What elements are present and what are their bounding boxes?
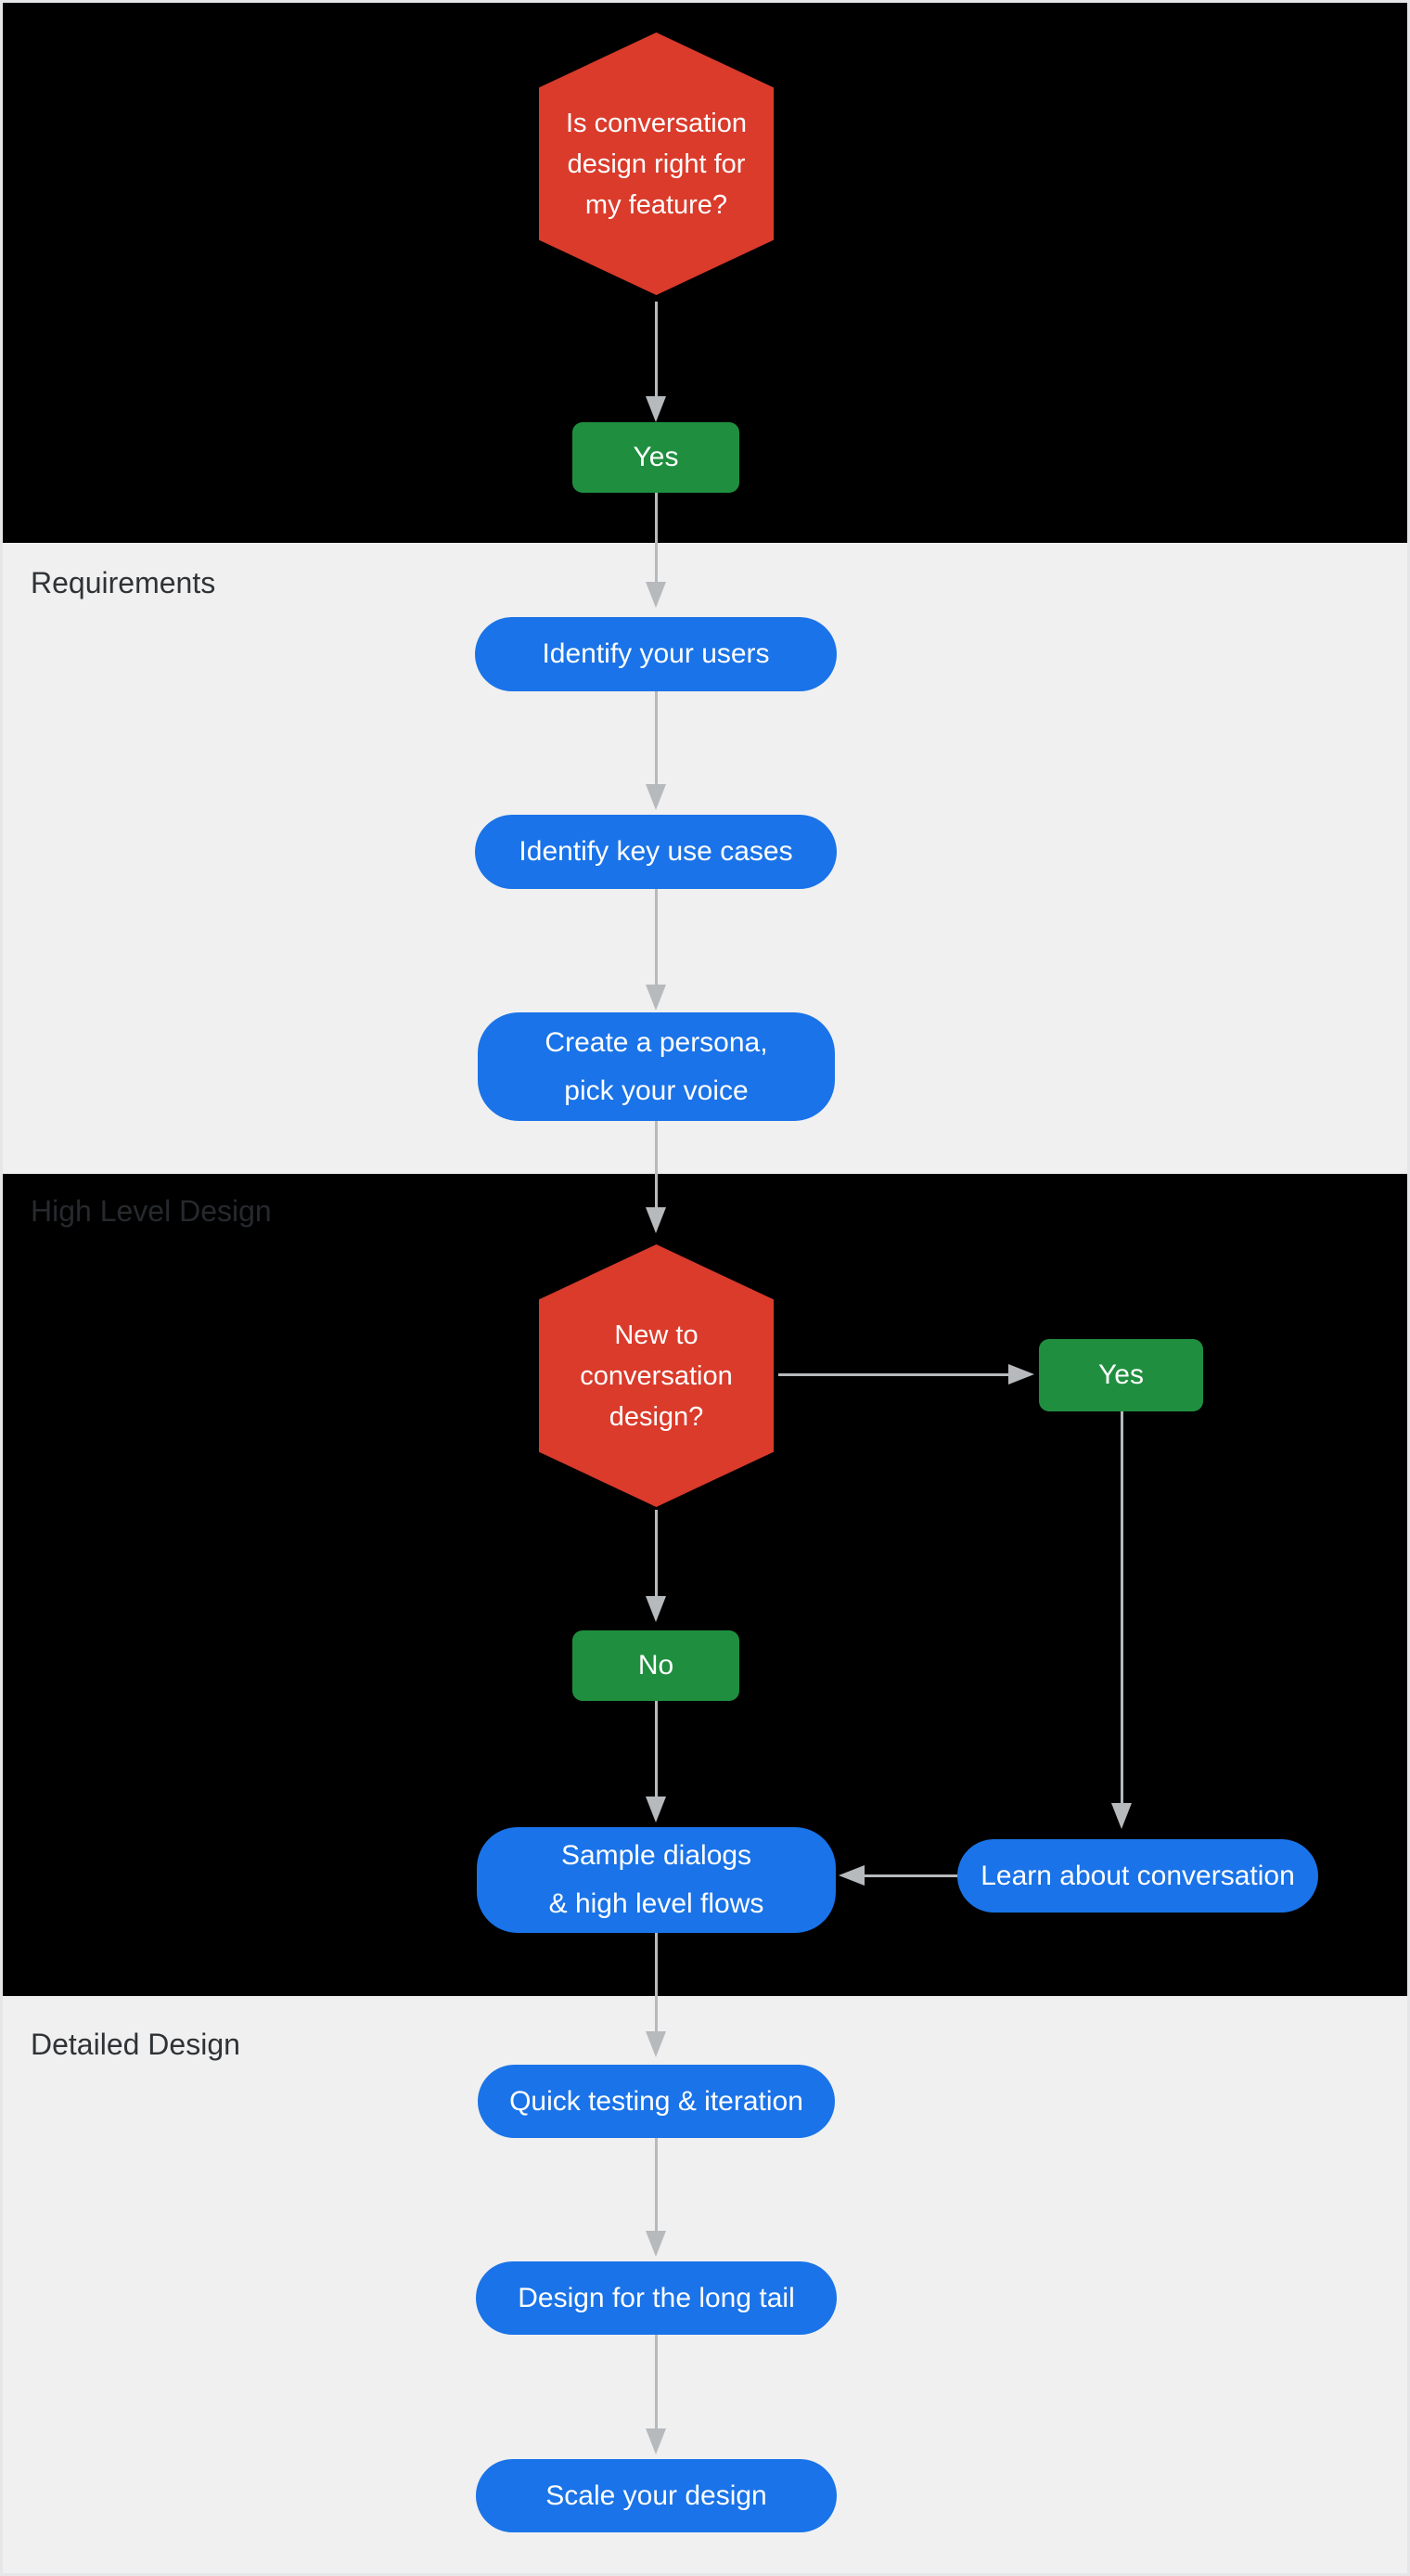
step-long-tail-button[interactable]: Design for the long tail — [476, 2261, 837, 2335]
step-line: pick your voice — [564, 1075, 749, 1106]
arrow-head-icon — [1111, 1803, 1132, 1829]
answer-label: Yes — [1098, 1359, 1144, 1390]
arrow-stem — [655, 1701, 658, 1797]
arrow-head-icon — [646, 1797, 666, 1823]
answer-label: Yes — [633, 442, 679, 472]
decision-new-to-conversation-design: New to conversation design? — [539, 1244, 774, 1507]
decision-line: Is conversation — [565, 108, 748, 138]
decision-line: my feature? — [584, 189, 728, 220]
answer-yes-feature-button[interactable]: Yes — [572, 422, 739, 493]
arrow-stem — [1121, 1411, 1123, 1803]
step-label: Quick testing & iteration — [509, 2085, 803, 2117]
arrow-head-icon — [646, 582, 666, 608]
arrow-stem — [655, 2138, 658, 2231]
step-label: Scale your design — [545, 2479, 767, 2511]
arrow-stem — [865, 1874, 957, 1877]
arrow-head-icon — [646, 2031, 666, 2057]
step-label: Identify your users — [542, 638, 770, 669]
arrow-stem — [655, 1121, 658, 1207]
arrow-head-icon — [646, 985, 666, 1011]
arrow-head-icon — [646, 396, 666, 422]
answer-no-button[interactable]: No — [572, 1630, 739, 1701]
step-create-persona-button[interactable]: Create a persona, pick your voice — [478, 1012, 835, 1121]
decision-line: design right for — [567, 148, 746, 179]
section-label-high-level-design: High Level Design — [31, 1194, 272, 1228]
arrow-stem — [655, 691, 658, 784]
step-line: Create a persona, — [545, 1026, 768, 1058]
step-line: Sample dialogs — [560, 1840, 752, 1871]
decision-line: New to — [614, 1320, 699, 1350]
decision-line: design? — [609, 1401, 704, 1432]
arrow-head-icon — [646, 2428, 666, 2454]
step-sample-dialogs-button[interactable]: Sample dialogs & high level flows — [477, 1827, 836, 1933]
arrow-head-icon — [646, 2231, 666, 2257]
arrow-stem — [655, 889, 658, 985]
arrow-stem — [655, 1510, 658, 1596]
arrow-head-icon — [839, 1865, 865, 1886]
arrow-head-icon — [646, 1207, 666, 1233]
section-label-detailed-design: Detailed Design — [31, 2028, 240, 2061]
answer-label: No — [637, 1650, 674, 1681]
section-label-requirements: Requirements — [31, 566, 216, 599]
step-identify-your-users-button[interactable]: Identify your users — [475, 617, 837, 691]
step-label: Identify key use cases — [519, 836, 793, 867]
arrow-stem — [655, 2335, 658, 2428]
step-quick-testing-button[interactable]: Quick testing & iteration — [478, 2065, 835, 2138]
arrow-head-icon — [646, 1596, 666, 1622]
step-scale-your-design-button[interactable]: Scale your design — [476, 2459, 837, 2532]
arrow-stem — [655, 1933, 658, 2031]
arrow-head-icon — [1008, 1364, 1034, 1385]
decision-is-conversation-design-right: Is conversation design right for my feat… — [539, 32, 774, 295]
step-identify-key-use-cases-button[interactable]: Identify key use cases — [475, 815, 837, 889]
step-learn-about-conversation-button[interactable]: Learn about conversation — [957, 1839, 1318, 1913]
arrow-stem — [655, 302, 658, 396]
step-line: & high level flows — [548, 1888, 764, 1919]
step-label: Design for the long tail — [518, 2282, 795, 2313]
arrow-stem — [655, 493, 658, 582]
arrow-head-icon — [646, 784, 666, 810]
arrow-stem — [778, 1373, 1008, 1376]
step-label: Learn about conversation — [981, 1860, 1295, 1891]
answer-yes-new-button[interactable]: Yes — [1039, 1339, 1203, 1411]
decision-line: conversation — [580, 1360, 733, 1391]
